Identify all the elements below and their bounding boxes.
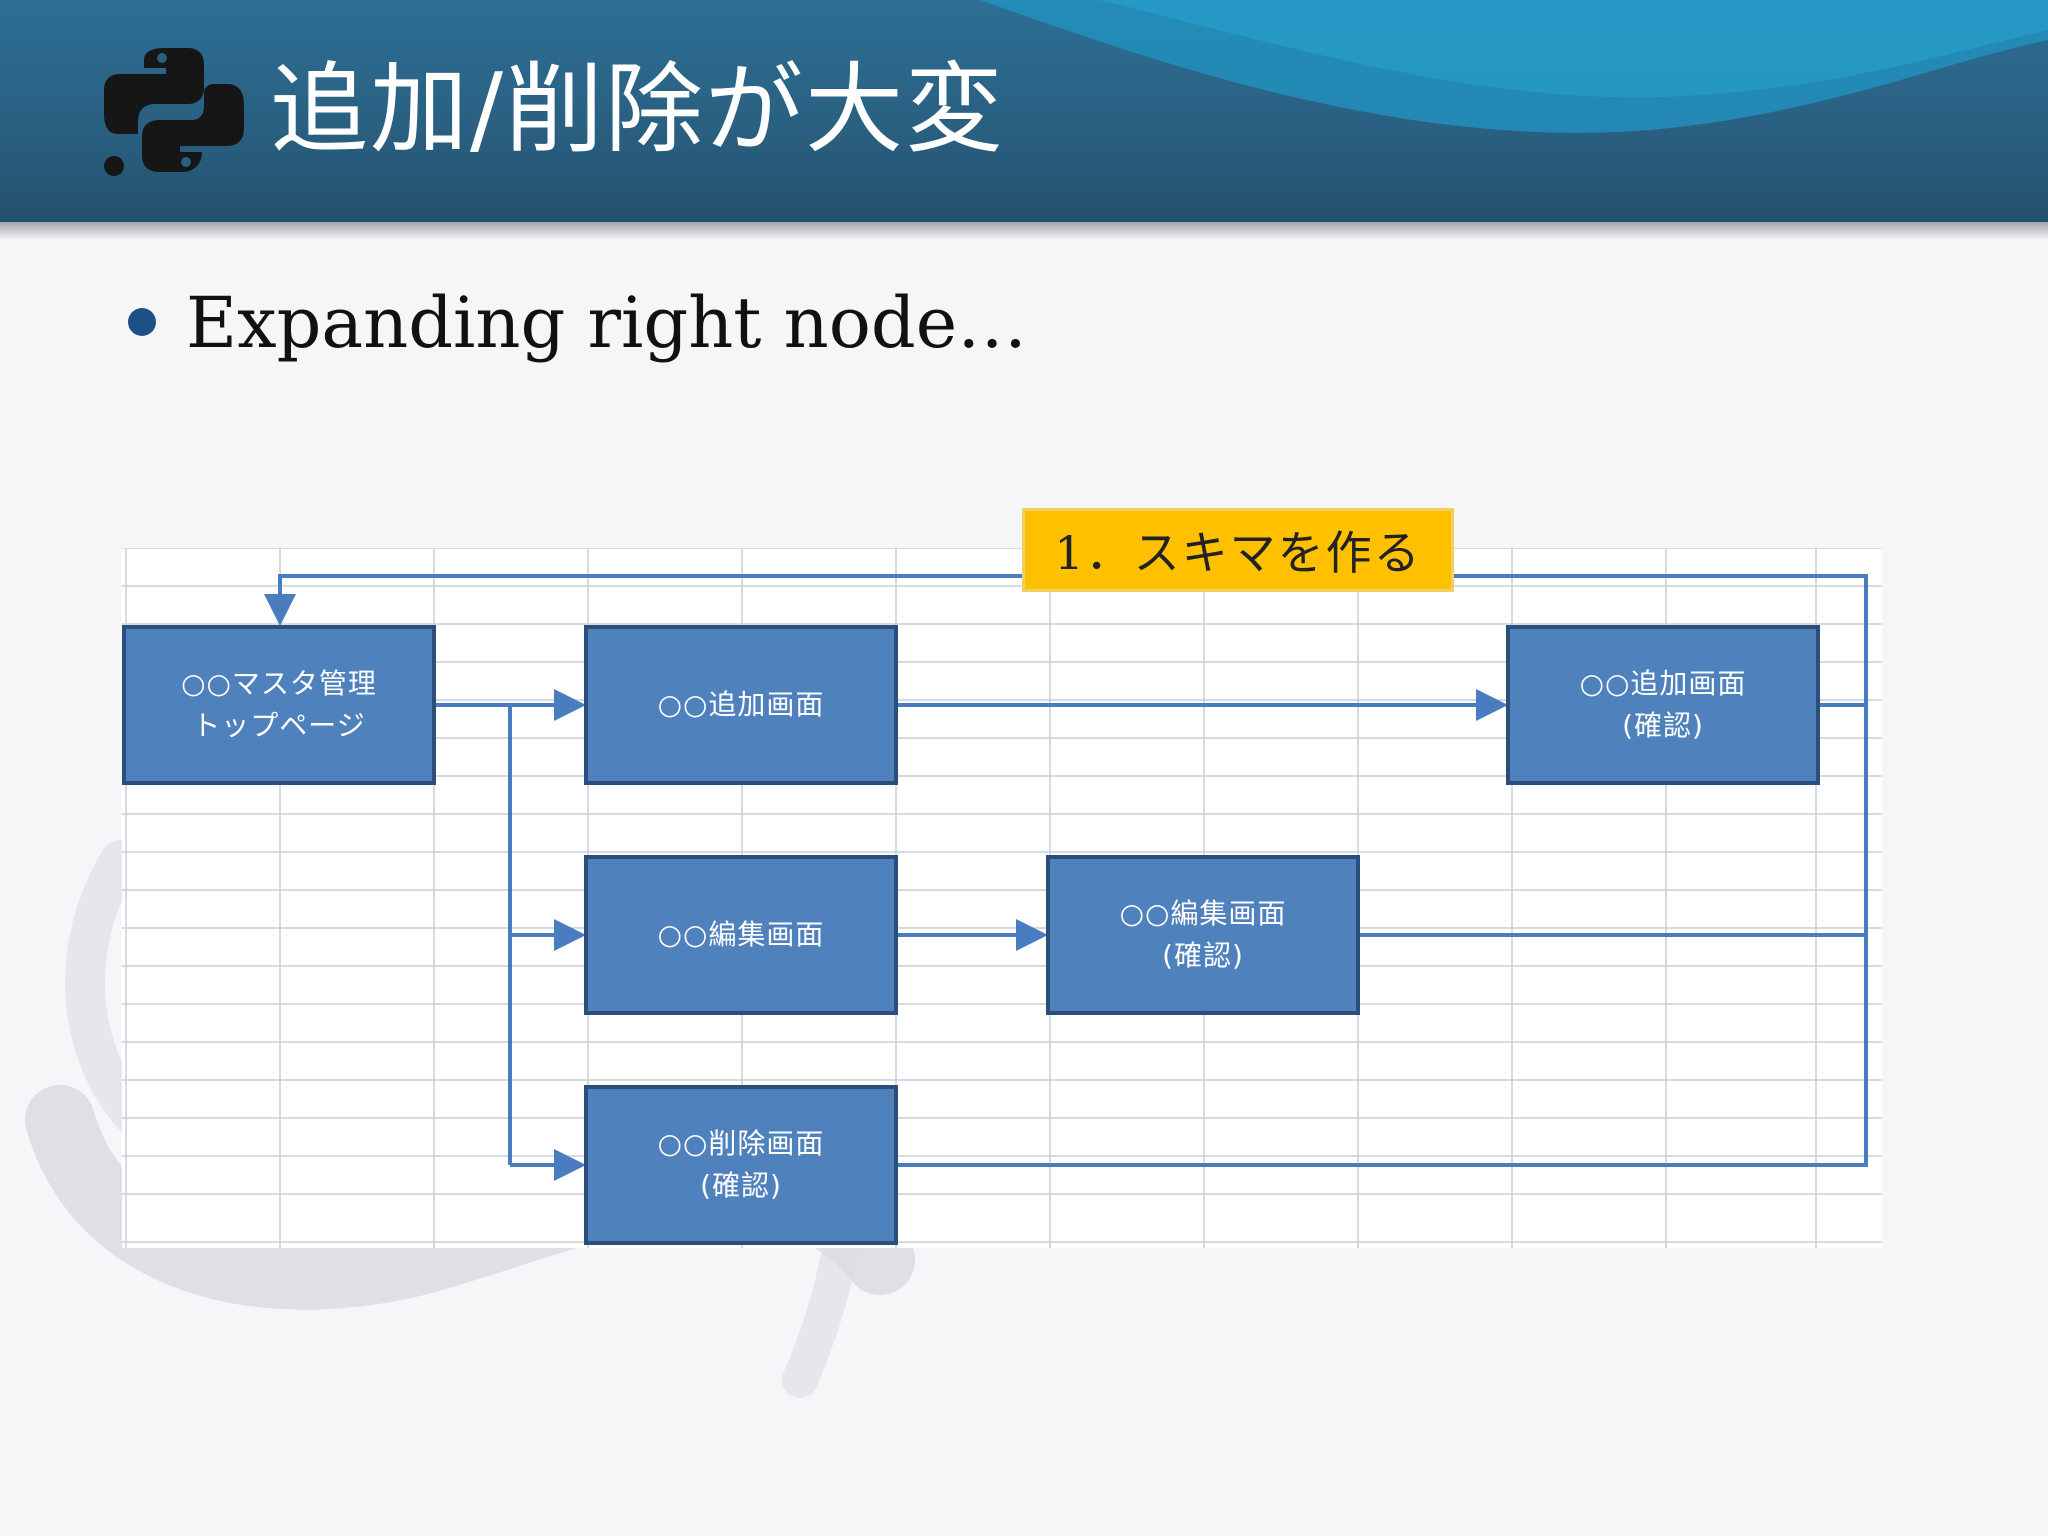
node-add-screen: ○○追加画面 (584, 625, 898, 785)
node-edit-confirm-line1: ○○編集画面 (1119, 897, 1287, 930)
node-edit-screen: ○○編集画面 (584, 855, 898, 1015)
node-master-top-page: ○○マスタ管理 トップページ (122, 625, 436, 785)
bullet-text: Expanding right node… (186, 282, 1028, 364)
node-delete-confirm-line1: ○○削除画面 (657, 1127, 825, 1160)
node-add-confirm-line2: (確認) (1622, 709, 1704, 742)
node-master-top-line1: ○○マスタ管理 (181, 667, 377, 700)
slide-title: 追加/削除が大変 (270, 53, 1006, 167)
header-shadow (0, 222, 2048, 240)
node-edit-line1: ○○編集画面 (657, 918, 825, 951)
python-logo-icon (104, 48, 244, 176)
edge-delete-return (264, 574, 1868, 1167)
node-delete-confirm-line2: (確認) (700, 1169, 782, 1202)
step-label-callout: 1．スキマを作る (1022, 508, 1454, 592)
node-delete-confirm-screen: ○○削除画面 (確認) (584, 1085, 898, 1245)
node-edit-confirm-screen: ○○編集画面 (確認) (1046, 855, 1360, 1015)
header-wave-decoration (980, 0, 2048, 133)
bullet-point-icon (128, 308, 156, 336)
node-add-confirm-line1: ○○追加画面 (1579, 667, 1747, 700)
node-add-line1: ○○追加画面 (657, 688, 825, 721)
title-bar: 追加/削除が大変 (0, 0, 2048, 222)
node-master-top-line2: トップページ (192, 709, 366, 742)
node-add-confirm-screen: ○○追加画面 (確認) (1506, 625, 1820, 785)
node-edit-confirm-line2: (確認) (1162, 939, 1244, 972)
